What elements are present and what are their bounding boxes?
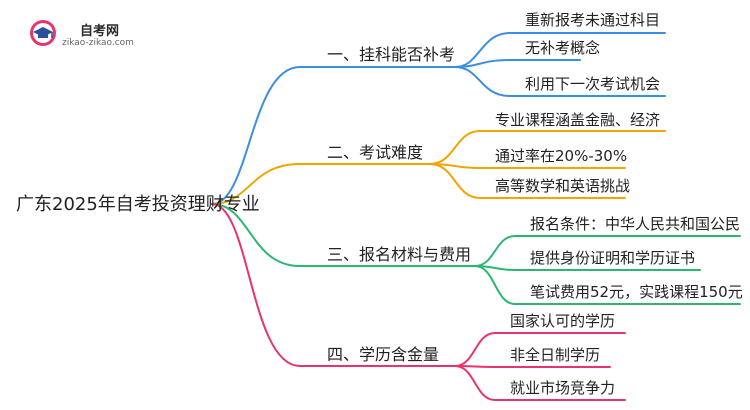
branch-3-leaf-1: 报名条件：中华人民共和国公民: [530, 215, 741, 233]
branch-4-leaf-3: 就业市场竞争力: [510, 379, 616, 397]
branch-3-label: 三、报名材料与费用: [327, 245, 472, 264]
branch-4-leaf-2: 非全日制学历: [510, 346, 601, 364]
logo-url: zikao-zikao.com: [62, 38, 134, 48]
branch-1-label: 一、挂科能否补考: [327, 45, 456, 64]
root-topic: 广东2025年自考投资理财专业: [16, 194, 260, 215]
connector-root-branch-3: [211, 203, 476, 267]
connector-branch-1-leaf-2: [454, 59, 581, 68]
connector-root-branch-2: [211, 163, 431, 205]
branch-4-leaf-1: 国家认可的学历: [510, 312, 616, 330]
connector-branch-3-leaf-1: [474, 235, 741, 267]
connector-branch-4-leaf-1: [454, 332, 626, 367]
branch-1-leaf-3: 利用下一次考试机会: [525, 75, 661, 93]
branch-4-label: 四、学历含金量: [327, 345, 440, 364]
graduation-cap-icon: [30, 20, 56, 46]
connector-branch-2-leaf-3: [429, 163, 626, 199]
connector-root-branch-4: [211, 203, 456, 367]
connector-branch-2-leaf-1: [429, 130, 666, 165]
connector-branch-1-leaf-1: [454, 32, 666, 68]
site-logo[interactable]: 自考网 zikao-zikao.com: [28, 18, 148, 50]
connector-root-branch-1: [211, 66, 456, 205]
branch-1-leaf-1: 重新报考未通过科目: [525, 11, 661, 29]
branch-3-leaf-2: 提供身份证明和学历证书: [530, 249, 696, 267]
connector-branch-3-leaf-3: [474, 265, 741, 305]
branch-2-leaf-2: 通过率在20%-30%: [495, 147, 628, 165]
branch-1-leaf-2: 无补考概念: [525, 39, 601, 57]
connector-branch-4-leaf-3: [454, 365, 626, 401]
branch-3-leaf-3: 笔试费用52元，实践课程150元: [530, 283, 743, 301]
branch-2-leaf-1: 专业课程涵盖金融、经济: [495, 111, 661, 129]
logo-name: 自考网: [80, 24, 120, 39]
branch-2-label: 二、考试难度: [327, 143, 424, 162]
branch-2-leaf-3: 高等数学和英语挑战: [495, 177, 631, 195]
connector-branch-4-leaf-2: [454, 365, 611, 368]
connector-branch-1-leaf-3: [454, 66, 666, 97]
